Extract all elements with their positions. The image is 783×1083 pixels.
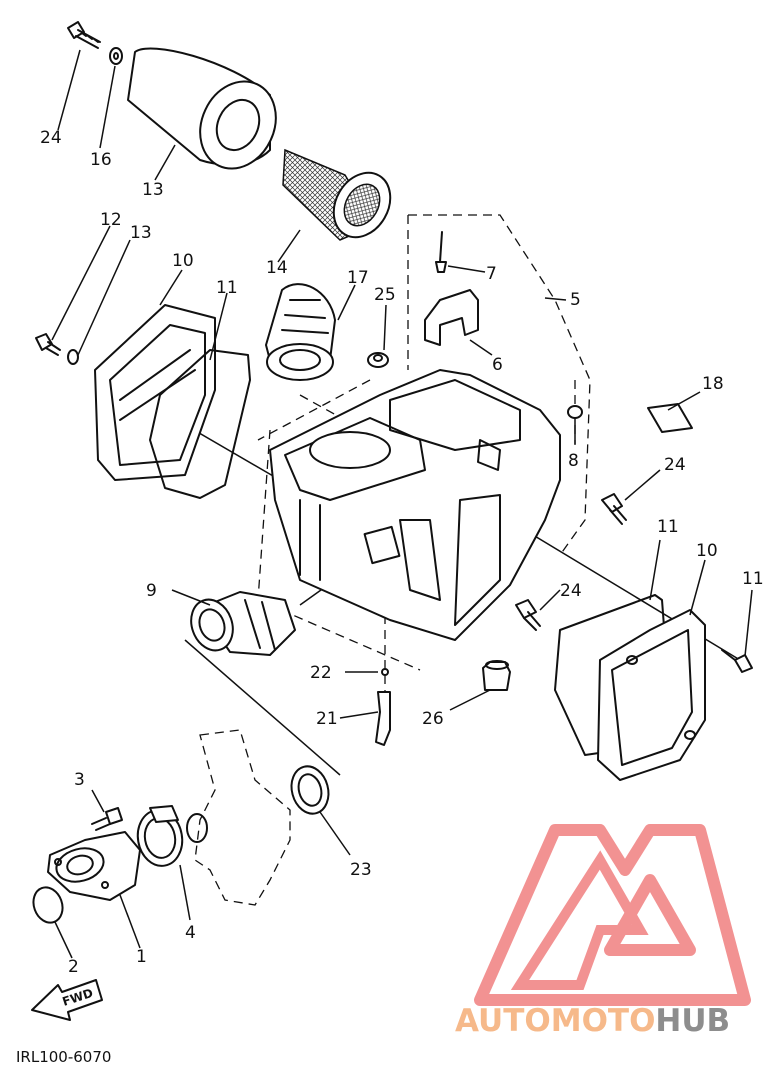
callout-24-lower: 24 (560, 581, 582, 601)
watermark-auto: AUTO (455, 1003, 551, 1039)
callout-22: 22 (310, 663, 332, 683)
part-24-bolt-upper (601, 493, 627, 525)
drawing-code: IRL100-6070 (16, 1048, 111, 1066)
callout-17: 24 (40, 128, 62, 148)
callout-12: 11 (742, 569, 764, 589)
callout-16: 14 (266, 258, 288, 278)
callout-20: 18 (702, 374, 724, 394)
part-16-filter-screen (282, 148, 392, 241)
part-2-o-ring (32, 886, 64, 924)
part-20-pad (647, 403, 693, 433)
part-8-collar (567, 405, 583, 419)
part-18-washer (109, 47, 123, 65)
callout-2: 2 (68, 957, 79, 977)
watermark-logo (474, 824, 751, 1006)
part-10-left-cover (94, 304, 216, 481)
callout-13: 12 (100, 210, 122, 230)
callout-11-right: 11 (657, 517, 679, 537)
fwd-arrow-icon: FWD (31, 979, 103, 1021)
part-11-left-gasket (149, 349, 251, 499)
callout-23: 23 (350, 860, 372, 880)
part-15-air-filter-element (127, 47, 277, 170)
part-3-bolt (91, 807, 123, 831)
part-12-screw (721, 649, 753, 673)
part-21-drain-hose (375, 691, 391, 746)
part-26-grommet (482, 660, 511, 691)
callout-6: 6 (492, 355, 503, 375)
carburetor-outline (186, 729, 291, 906)
callout-11-left: 11 (216, 278, 238, 298)
callout-4: 4 (185, 923, 196, 943)
part-10-right-cover (597, 609, 706, 781)
callout-21: 21 (316, 709, 338, 729)
part-23-clamp (290, 765, 330, 815)
part-1-carburetor-joint (47, 831, 141, 901)
part-17-bolt (67, 21, 101, 49)
callout-8: 8 (568, 451, 579, 471)
part-14-washer-left (67, 349, 79, 365)
part-24-bolt-lower (515, 599, 541, 631)
callout-9: 9 (146, 581, 157, 601)
callout-7: 7 (486, 264, 497, 284)
part-4-hose-clamp (136, 805, 184, 867)
callout-14: 13 (130, 223, 152, 243)
part-19-intake-joint (265, 283, 336, 381)
callout-18: 16 (90, 150, 112, 170)
callout-25: 25 (374, 285, 396, 305)
callout-24-upper: 24 (664, 455, 686, 475)
part-22-clip (381, 668, 389, 676)
callout-1: 1 (136, 947, 147, 967)
callout-26: 26 (422, 709, 444, 729)
callout-19: 17 (347, 268, 369, 288)
leader-lines (51, 49, 753, 959)
part-25-grommet (367, 352, 389, 368)
callout-3: 3 (74, 770, 85, 790)
watermark-text: AUTOMOTOHUB (455, 1003, 730, 1039)
callout-5: 5 (570, 290, 581, 310)
part-9-joint (190, 591, 296, 656)
callout-labels: 24 16 13 14 12 13 10 11 17 25 7 6 5 8 18… (40, 128, 764, 977)
watermark-moto: MOTO (551, 1003, 656, 1039)
part-6-bracket (424, 289, 479, 346)
part-13-screw-left (35, 333, 61, 356)
callout-10-left: 10 (172, 251, 194, 271)
part-7-screw (435, 231, 447, 273)
air-box-case (269, 369, 561, 641)
callout-15: 13 (142, 180, 164, 200)
callout-10-right: 10 (696, 541, 718, 561)
svg-text:AUTOMOTOHUB: AUTOMOTOHUB (455, 1003, 730, 1039)
watermark-hub: HUB (655, 1003, 730, 1039)
